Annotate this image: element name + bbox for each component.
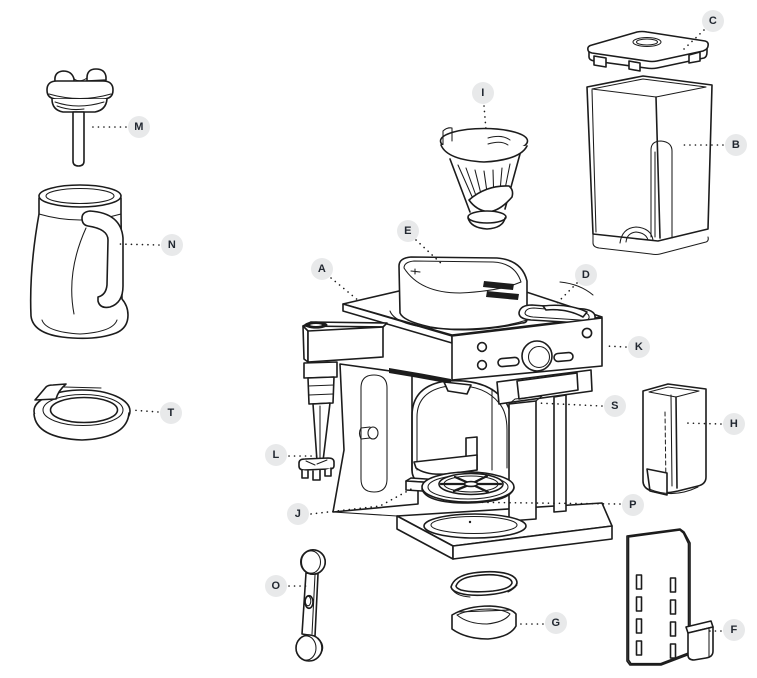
- part-drip-grid: [450, 570, 518, 598]
- part-filter-holder: [439, 127, 529, 230]
- button-pill: [497, 356, 520, 368]
- tower-knob: [367, 426, 379, 440]
- part-label-frothing-whisk: L: [265, 444, 287, 466]
- part-label-control-panel: K: [628, 336, 650, 358]
- leader-line-carafe: [118, 243, 160, 246]
- machine-left-tower: [332, 363, 419, 517]
- part-rear-panel: [626, 528, 714, 666]
- part-label-filter-holder: I: [472, 82, 494, 104]
- part-label-carafe-lid-stem: M: [128, 116, 150, 138]
- part-label-water-tank: B: [725, 134, 747, 156]
- top-lid-pod: [389, 256, 528, 331]
- part-label-cleaning-tool: O: [265, 575, 287, 597]
- part-label-top-lid: E: [397, 220, 419, 242]
- selector-knob: [521, 340, 553, 372]
- leader-line-carafe-lid-ring: [130, 409, 159, 413]
- steam-wand-arm: [298, 321, 388, 481]
- control-panel: [451, 317, 603, 381]
- part-label-carafe-lid-ring: T: [160, 402, 182, 424]
- part-water-tank: [586, 75, 713, 256]
- indicator-light: [476, 359, 488, 371]
- part-label-water-tank-lid: C: [702, 10, 724, 32]
- base-recess: [423, 513, 527, 539]
- leader-line-grounds-container: [683, 422, 722, 425]
- indicator-light: [581, 327, 593, 339]
- leader-line-filter-holder: [483, 105, 487, 131]
- frothing-whisk-tip: [298, 457, 335, 481]
- part-label-grounds-container: H: [723, 413, 745, 435]
- part-cleaning-tool: [295, 548, 327, 662]
- leader-line-base-recess: [451, 501, 621, 505]
- leader-line-top-lid: [415, 239, 445, 267]
- part-label-rear-panel: F: [723, 619, 745, 641]
- part-label-drip-tray: G: [545, 612, 567, 634]
- part-label-top-recess: D: [575, 264, 597, 286]
- leader-lines: [88, 29, 724, 632]
- leader-line-brew-outlet: [536, 402, 603, 407]
- part-label-machine-body: A: [311, 258, 333, 280]
- shelf-spoke-wheel: [438, 472, 504, 496]
- button-pill: [553, 351, 574, 363]
- part-label-carafe: N: [161, 234, 183, 256]
- part-water-tank-lid: [587, 30, 709, 72]
- part-main-machine: [298, 256, 613, 560]
- leader-line-machine-body: [330, 277, 360, 302]
- part-carafe-lid-stem: [46, 68, 114, 167]
- cup-shelf: [405, 436, 515, 504]
- part-grounds-container: [642, 383, 707, 496]
- machine-brew-head: [389, 368, 593, 522]
- part-carafe: [29, 184, 129, 340]
- part-drip-tray: [451, 605, 517, 640]
- leader-line-top-recess: [553, 282, 578, 307]
- indicator-light: [476, 341, 488, 353]
- rear-panel-slots: [635, 574, 677, 659]
- top-recess: [518, 281, 596, 324]
- part-label-base-recess: P: [622, 494, 644, 516]
- leader-line-control-panel: [604, 345, 627, 348]
- part-carafe-lid-ring: [33, 383, 131, 441]
- part-label-cup-shelf: J: [287, 503, 309, 525]
- part-label-brew-outlet: S: [604, 395, 626, 417]
